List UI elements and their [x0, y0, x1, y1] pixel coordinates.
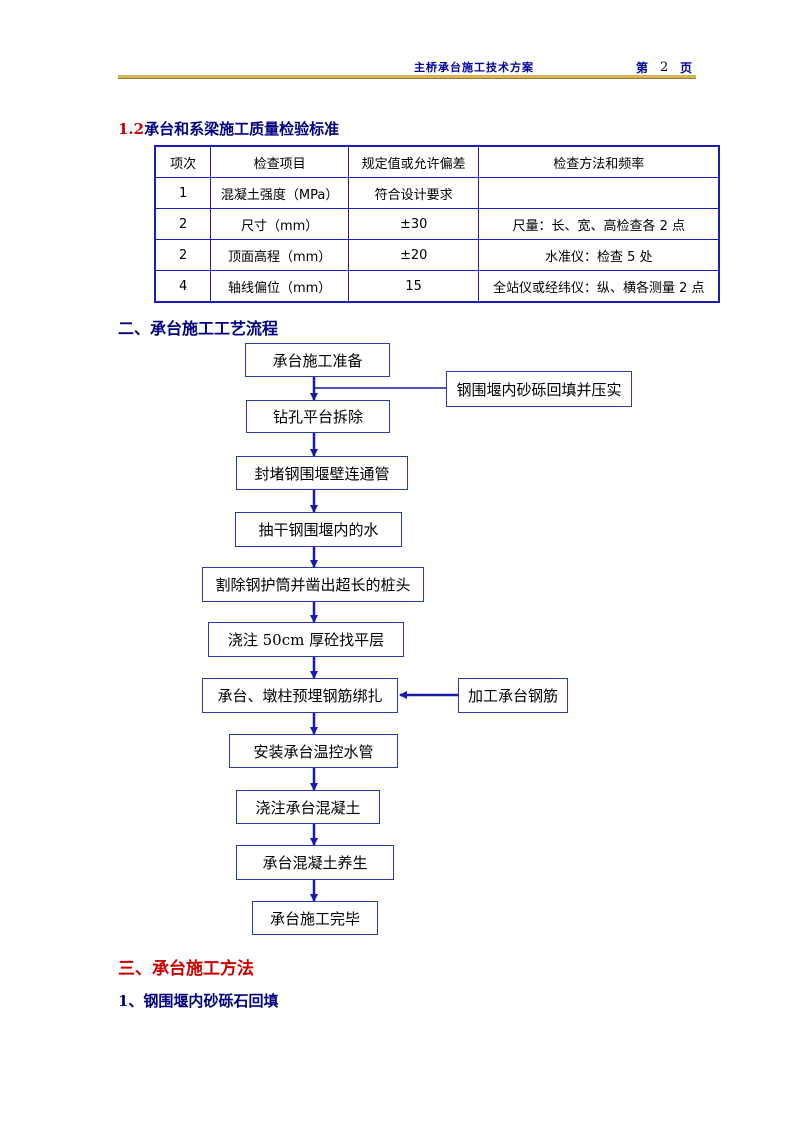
flow-step-platform-removal: 钻孔平台拆除 — [246, 400, 390, 433]
table-cell: 混凝土强度（MPa） — [210, 177, 349, 209]
flow-step-pump-water: 抽干钢围堰内的水 — [235, 512, 402, 547]
header-rule — [118, 75, 696, 79]
flow-side-input-rebar: 加工承台钢筋 — [458, 678, 568, 713]
flow-step-rebar-binding: 承台、墩柱预埋钢筋绑扎 — [202, 678, 398, 713]
section-1-2-number: 1.2 — [118, 120, 145, 138]
section-3-1-heading: 1、钢围堰内砂砾石回填 — [118, 992, 279, 1010]
table-cell: 符合设计要求 — [347, 177, 480, 209]
flow-step-complete: 承台施工完毕 — [252, 901, 378, 935]
header-page-number: 2 — [660, 60, 669, 75]
table-cell: 轴线偏位（mm） — [210, 270, 349, 303]
table-cell: 水准仪：检查 5 处 — [478, 239, 720, 271]
header-page-suffix: 页 — [680, 61, 693, 75]
header-page-label: 第 — [636, 61, 649, 75]
section-3-heading: 三、承台施工方法 — [118, 959, 254, 979]
flow-step-cooling-pipes: 安装承台温控水管 — [229, 734, 398, 768]
table-cell: 15 — [347, 270, 480, 303]
table-cell: 尺寸（mm） — [210, 208, 349, 240]
section-1-2-title: 承台和系梁施工质量检验标准 — [144, 120, 340, 138]
flow-step-curing: 承台混凝土养生 — [236, 845, 394, 880]
table-cell: 4 — [154, 270, 212, 303]
header-title: 主桥承台施工技术方案 — [414, 61, 534, 74]
table-header-cell: 项次 — [154, 145, 212, 178]
table-cell: 全站仪或经纬仪：纵、横各测量 2 点 — [478, 270, 720, 303]
section-2-heading: 二、承台施工工艺流程 — [118, 319, 279, 338]
table-cell: 1 — [154, 177, 212, 209]
table-header-cell: 检查项目 — [210, 145, 349, 178]
flow-side-input-backfill: 钢围堰内砂砾回填并压实 — [446, 371, 632, 407]
flow-step-seal-pipes: 封堵钢围堰壁连通管 — [236, 456, 408, 490]
section-1-2-heading: 1.2承台和系梁施工质量检验标准 — [118, 118, 339, 139]
table-cell: 顶面高程（mm） — [210, 239, 349, 271]
table-row: 2 顶面高程（mm） ±20 水准仪：检查 5 处 — [154, 239, 720, 271]
table-cell: ±20 — [347, 239, 480, 271]
table-cell: 2 — [154, 239, 212, 271]
table-row: 2 尺寸（mm） ±30 尺量：长、宽、高检查各 2 点 — [154, 208, 720, 240]
flow-step-leveling-layer: 浇注 50cm 厚砼找平层 — [208, 622, 404, 657]
table-row: 1 混凝土强度（MPa） 符合设计要求 — [154, 177, 720, 209]
table-cell — [478, 177, 720, 209]
table-row: 4 轴线偏位（mm） 15 全站仪或经纬仪：纵、横各测量 2 点 — [154, 270, 720, 303]
table-cell: 尺量：长、宽、高检查各 2 点 — [478, 208, 720, 240]
flow-step-pour-concrete: 浇注承台混凝土 — [236, 790, 380, 824]
table-cell: 2 — [154, 208, 212, 240]
table-header-row: 项次 检查项目 规定值或允许偏差 检查方法和频率 — [154, 145, 720, 178]
table-cell: ±30 — [347, 208, 480, 240]
flow-step-cut-casing: 割除钢护筒并凿出超长的桩头 — [202, 567, 424, 602]
table-header-cell: 规定值或允许偏差 — [347, 145, 480, 178]
quality-standard-table: 项次 检查项目 规定值或允许偏差 检查方法和频率 1 混凝土强度（MPa） 符合… — [154, 145, 720, 303]
flow-step-preparation: 承台施工准备 — [245, 343, 390, 377]
table-header-cell: 检查方法和频率 — [478, 145, 720, 178]
